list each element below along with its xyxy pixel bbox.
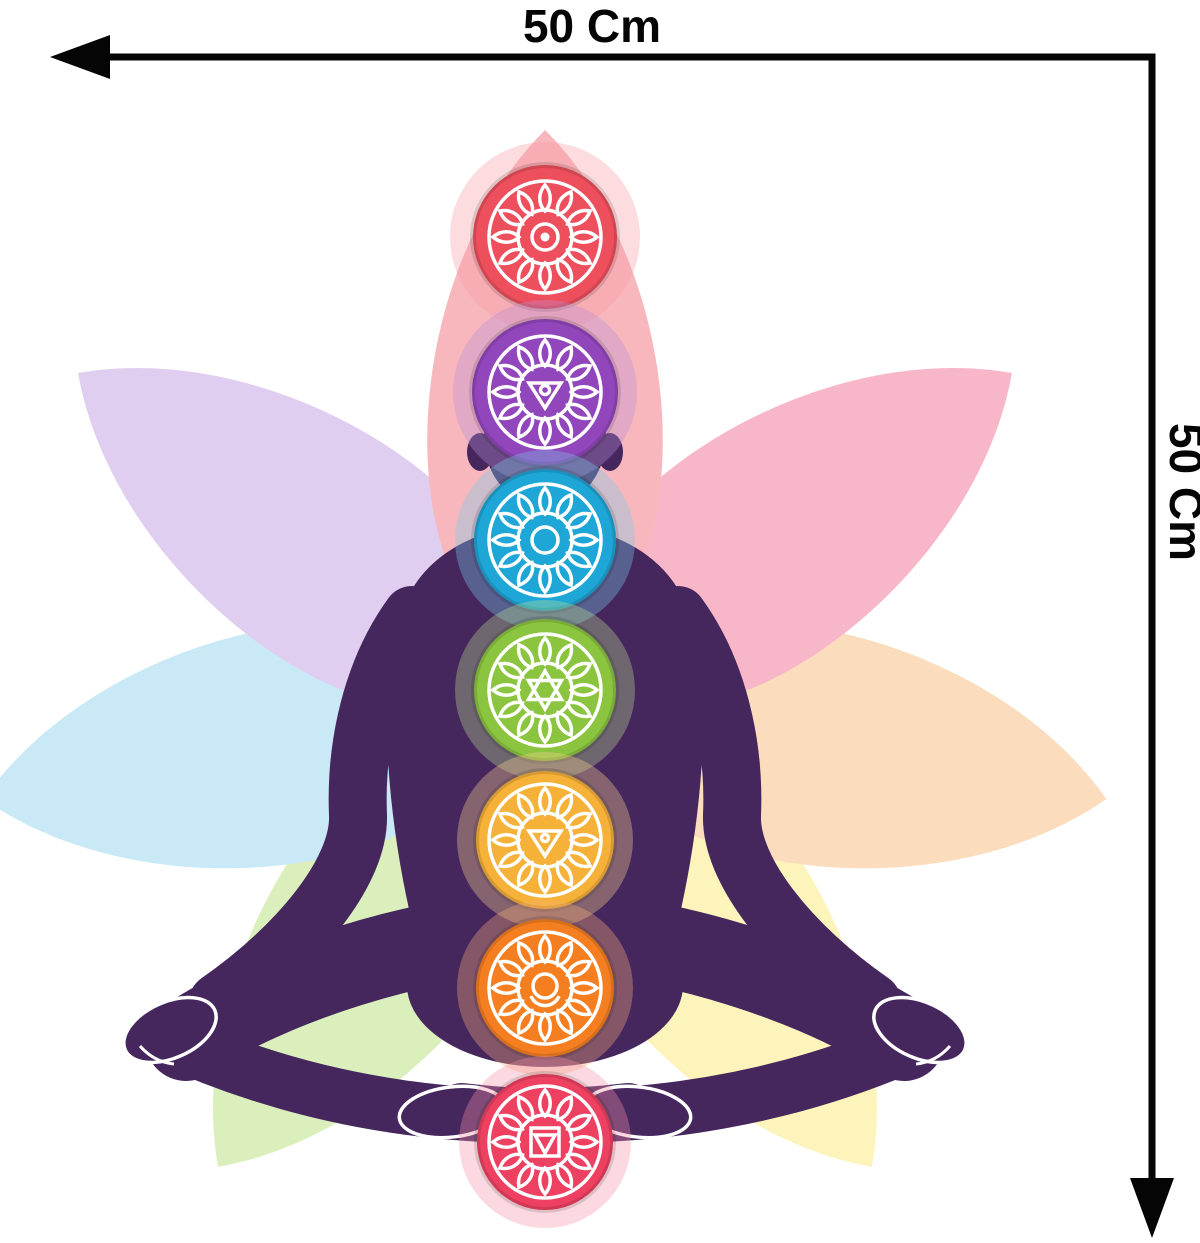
sacral-symbol	[487, 930, 603, 1046]
left-hand	[122, 995, 218, 1065]
meditating-person-silhouette	[122, 369, 968, 1143]
root-disc	[474, 1071, 616, 1213]
root-chakra-icon	[459, 1056, 631, 1228]
crown-chakra-icon	[450, 142, 640, 332]
heart-symbol	[487, 632, 603, 748]
left-thigh	[145, 894, 531, 1081]
solar-plexus-chakra-icon	[457, 752, 633, 928]
left-arrowhead-icon	[50, 35, 110, 79]
root-symbol	[487, 1084, 603, 1200]
dimension-annotations: 50 Cm 50 Cm	[50, 0, 1200, 1238]
hands-and-feet	[122, 995, 968, 1140]
third-eye-disc	[469, 316, 621, 468]
dimension-line	[106, 53, 1156, 1180]
width-dimension-label: 50 Cm	[523, 0, 661, 52]
sacral-disc	[473, 916, 617, 1060]
right-thigh	[559, 894, 945, 1081]
right-finger-line	[915, 1044, 952, 1066]
torso	[386, 522, 704, 1012]
height-dimension-label: 50 Cm	[1160, 423, 1200, 561]
sacral-chakra-icon	[457, 900, 633, 1076]
down-arrowhead-icon	[1130, 1178, 1174, 1238]
hand-finger-lines	[138, 1044, 952, 1066]
solar-plexus-symbol	[487, 782, 603, 898]
heart-chakra-icon	[455, 600, 635, 780]
heart-disc	[471, 616, 619, 764]
left-finger-line	[138, 1044, 175, 1066]
right-hand	[872, 995, 968, 1065]
throat-disc	[471, 466, 619, 614]
third-eye-symbol	[487, 334, 603, 450]
third-eye-chakra-icon	[453, 300, 637, 484]
throat-symbol	[487, 482, 603, 598]
crown-symbol	[487, 179, 603, 295]
throat-chakra-icon	[455, 450, 635, 630]
